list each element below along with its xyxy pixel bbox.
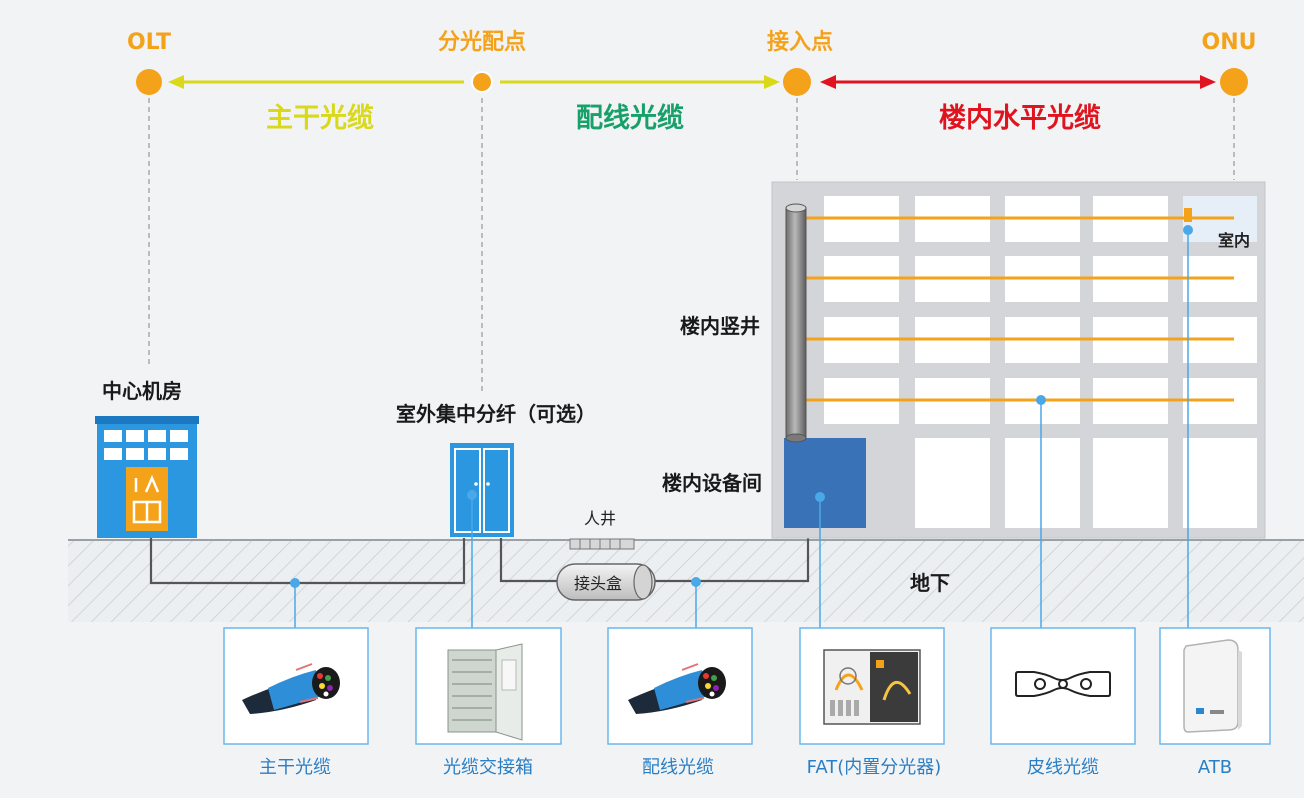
building-window xyxy=(1093,438,1168,528)
equipment-card-distribution-cable xyxy=(607,627,753,745)
caption-fat: FAT(内置分光器) xyxy=(807,757,942,778)
trunk-arrow xyxy=(168,75,464,89)
cross-connect-cabinet-icon xyxy=(447,643,523,741)
equipment-card-drop-cable xyxy=(990,627,1136,745)
equipment-room-label: 楼内设备间 xyxy=(662,471,762,495)
splice-box-label: 接头盒 xyxy=(574,574,622,593)
caption-atb: ATB xyxy=(1198,757,1232,778)
riser-label: 楼内竖井 xyxy=(680,314,760,338)
equipment-room xyxy=(784,438,866,528)
equipment-card-cross-connect xyxy=(415,627,562,745)
riser-pipe xyxy=(785,203,807,443)
splice-box xyxy=(556,563,656,601)
fiber-cable-icon xyxy=(242,663,340,714)
fiber-cable-icon xyxy=(628,663,726,714)
access-point-node-dot xyxy=(783,68,811,96)
indoor-horizontal-arrow xyxy=(820,75,1216,89)
indoor-horizontal-segment-label: 楼内水平光缆 xyxy=(939,103,1101,134)
underground-label: 地下 xyxy=(910,571,950,595)
equipment-card-atb xyxy=(1159,627,1271,745)
equipment-card-trunk-cable xyxy=(223,627,369,745)
trunk-segment-label: 主干光缆 xyxy=(266,103,374,134)
split-point-label: 分光配点 xyxy=(438,29,526,55)
underground-cable-routes xyxy=(149,528,810,585)
callout-lines xyxy=(294,230,1189,628)
fat-box-icon xyxy=(823,649,921,725)
indoor-label: 室内 xyxy=(1218,231,1250,250)
equipment-card-fat xyxy=(799,627,945,745)
access-point-label: 接入点 xyxy=(767,29,833,55)
onu-node-dot xyxy=(1220,68,1248,96)
split-point-node-dot xyxy=(471,71,493,93)
distribution-arrow xyxy=(500,75,780,89)
atb-panel-icon xyxy=(1183,639,1242,733)
drop-cable-icon xyxy=(1015,671,1111,697)
onu-label: ONU xyxy=(1202,30,1257,55)
callout-dots xyxy=(290,225,1193,588)
onu-terminal-marker xyxy=(1184,208,1192,222)
manhole-cover xyxy=(569,538,635,550)
building-window xyxy=(1183,438,1257,528)
manhole-label: 人井 xyxy=(584,509,616,528)
olt-node-dot xyxy=(136,69,162,95)
outdoor-split-label: 室外集中分纤（可选） xyxy=(396,402,596,426)
central-office-label: 中心机房 xyxy=(102,379,182,403)
caption-distribution-cable: 配线光缆 xyxy=(642,757,714,778)
central-office-building xyxy=(95,416,199,538)
node-drop-lines xyxy=(148,98,1235,395)
building-window xyxy=(915,438,990,528)
building-window xyxy=(1005,438,1080,528)
olt-label: OLT xyxy=(127,30,171,55)
caption-drop-cable: 皮线光缆 xyxy=(1027,757,1099,778)
outdoor-split-cabinet xyxy=(450,443,514,537)
distribution-segment-label: 配线光缆 xyxy=(576,103,684,134)
caption-cross-connect: 光缆交接箱 xyxy=(443,757,533,778)
caption-trunk-cable: 主干光缆 xyxy=(259,757,331,778)
horizontal-fiber-runs xyxy=(806,216,1234,402)
